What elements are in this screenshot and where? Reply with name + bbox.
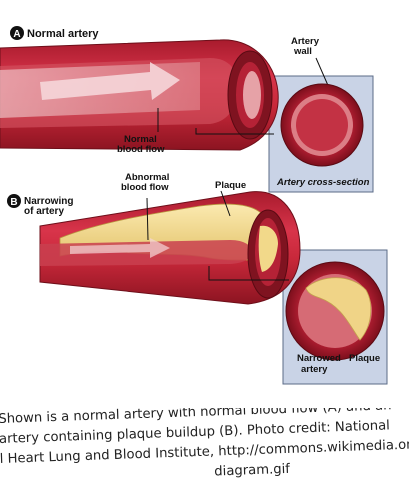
caption: Shown is a normal artery with normal blo…: [0, 408, 409, 492]
cross-section-label: Artery cross-section: [276, 177, 370, 188]
badge-b: B: [7, 194, 21, 208]
narrowed-artery-label-2: artery: [301, 364, 328, 375]
artery-diagram: A Normal artery Artery wall Normal blood…: [0, 0, 409, 410]
plaque-label-top: Plaque: [215, 180, 246, 191]
panel-a: A Normal artery Artery wall Normal blood…: [0, 26, 373, 192]
artery-cross-section-plaque: [286, 262, 384, 360]
panel-a-title: Normal artery: [27, 28, 99, 40]
plaque-label-cross: Plaque: [349, 353, 380, 364]
panel-b-title-2: of artery: [24, 206, 64, 217]
badge-b-letter: B: [10, 197, 17, 208]
panel-b: B Narrowing of artery Abnormal bl: [7, 172, 387, 384]
normal-flow-label-2: blood flow: [117, 144, 165, 155]
badge-a-letter: A: [13, 29, 20, 40]
badge-a: A: [10, 26, 24, 40]
artery-wall-label-2: wall: [293, 46, 312, 57]
narrowed-artery-label-1: Narrowed: [297, 353, 341, 364]
abnormal-flow-label-2: blood flow: [121, 182, 169, 193]
artery-cross-section-normal: [281, 84, 363, 166]
